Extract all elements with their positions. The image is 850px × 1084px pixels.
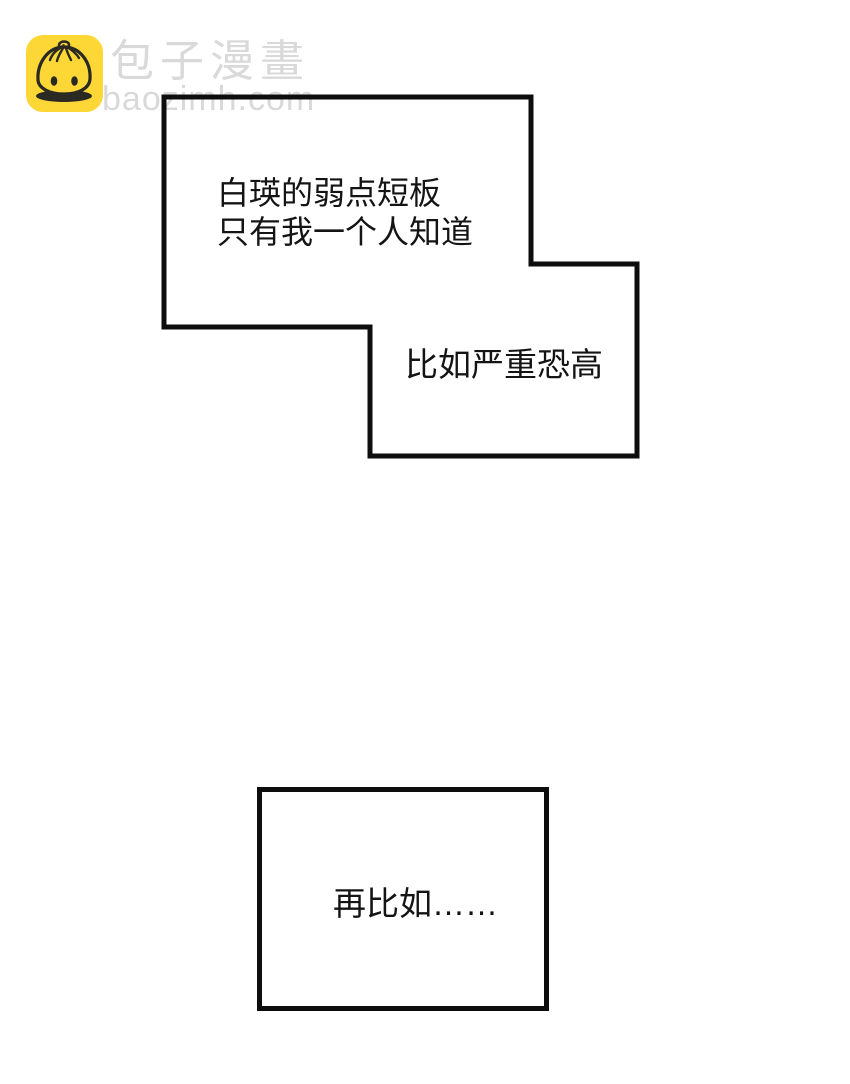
speech-line: 比如严重恐高	[405, 346, 603, 383]
speech-bubble-top-text: 白瑛的弱点短板 只有我一个人知道	[217, 174, 473, 252]
speech-bubble-stepped-outline	[161, 94, 640, 459]
baozimh-logo	[26, 35, 103, 112]
speech-bubble-bottom-text: 再比如……	[333, 887, 498, 920]
brand-title: 包子漫畫	[110, 37, 310, 86]
speech-line: 再比如……	[333, 885, 498, 922]
speech-line: 白瑛的弱点短板	[217, 175, 442, 211]
brand-url: baozimh.com	[102, 80, 316, 118]
speech-bubble-mid-text: 比如严重恐高	[405, 348, 603, 381]
baozi-bun-face-icon	[26, 35, 103, 112]
speech-line: 只有我一个人知道	[217, 214, 474, 250]
